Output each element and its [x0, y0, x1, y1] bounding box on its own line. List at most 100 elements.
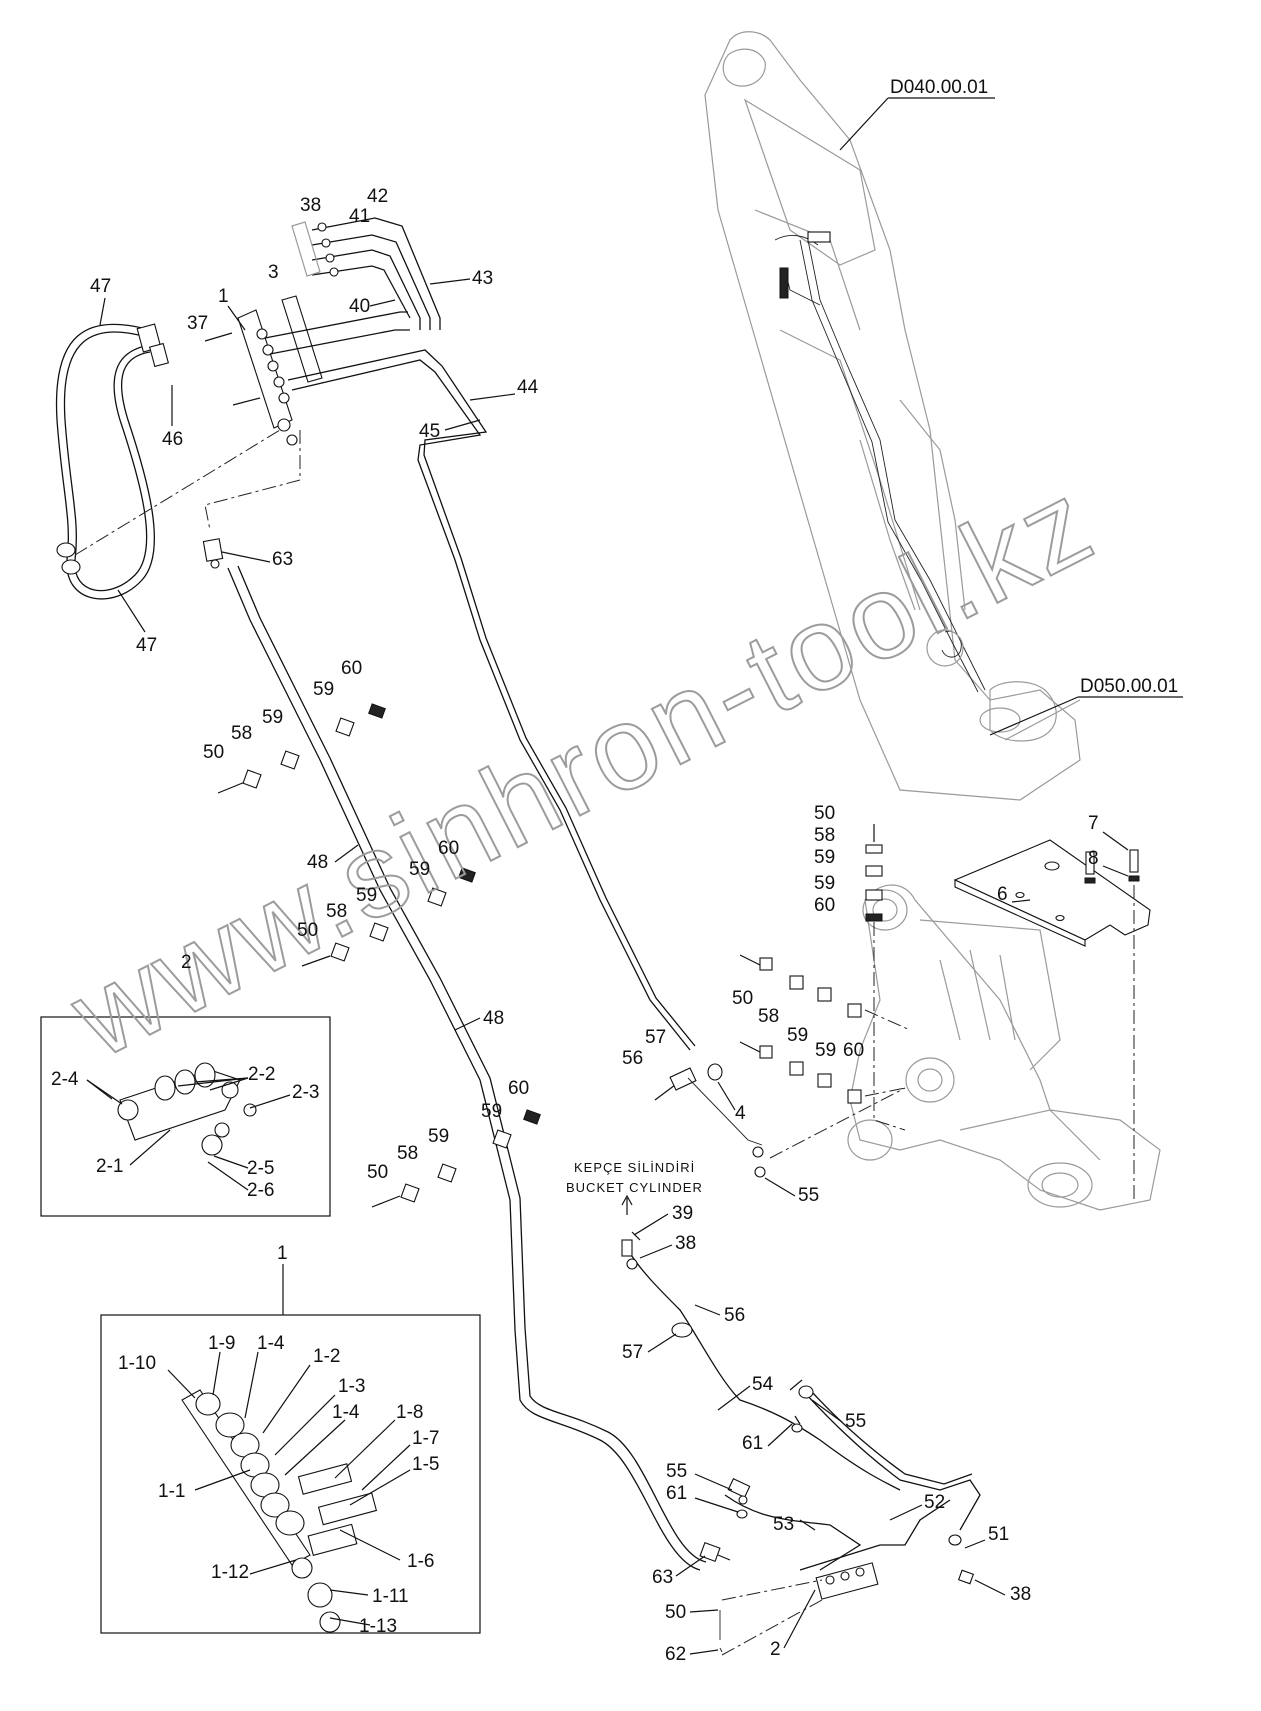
callout-59-c1: 59 [481, 1101, 502, 1122]
callout-57-mid: 57 [645, 1027, 666, 1048]
callout-56-low: 56 [724, 1305, 745, 1326]
callout-48-b: 48 [483, 1008, 504, 1029]
callout-40: 40 [349, 296, 370, 317]
callout-45: 45 [419, 421, 440, 442]
callout-61-a: 61 [742, 1433, 763, 1454]
callout-58-d: 58 [814, 825, 835, 846]
callout-50-e: 50 [732, 988, 753, 1009]
boom-assembly-drawing [704, 31, 1081, 801]
ref-arm-label: D050.00.01 [1080, 676, 1178, 697]
bolt-7-washer-8 [1128, 849, 1140, 1200]
callout-38-low: 38 [1010, 1584, 1031, 1605]
callout-3: 3 [268, 262, 279, 283]
clamp-set-lower [371, 1109, 541, 1208]
callout-59-e1: 59 [787, 1025, 808, 1046]
callout-1-4-a: 1-4 [257, 1333, 285, 1354]
callout-50-d: 50 [814, 803, 835, 824]
main-callouts: 38 42 41 3 43 40 1 37 47 46 44 45 63 47 … [90, 186, 1129, 1665]
callout-46: 46 [162, 429, 183, 450]
callout-61-b: 61 [666, 1483, 687, 1504]
lower-right-lines [627, 1231, 981, 1656]
callout-59-e2: 59 [815, 1040, 836, 1061]
callout-63-top: 63 [272, 549, 293, 570]
arm-assembly-drawing [847, 884, 1161, 1211]
clamp-grid-right [739, 954, 911, 1104]
callout-1-2: 1-2 [313, 1346, 340, 1367]
callout-2-3: 2-3 [292, 1082, 319, 1103]
detail-box-1 [100, 1264, 481, 1634]
callout-2-1: 2-1 [96, 1156, 123, 1177]
callout-62: 62 [665, 1644, 686, 1665]
callout-1-12: 1-12 [211, 1562, 249, 1583]
detail-2-title: 2 [181, 952, 192, 973]
callout-59-b2: 59 [356, 885, 377, 906]
callout-38-mid: 38 [675, 1233, 696, 1254]
callout-7: 7 [1088, 813, 1099, 834]
callout-59-b1: 59 [409, 859, 430, 880]
callout-58-c: 58 [397, 1143, 418, 1164]
cover-plate-6 [953, 839, 1151, 947]
callout-54: 54 [752, 1374, 774, 1395]
callout-38-top: 38 [300, 195, 321, 216]
callout-59-d1: 59 [814, 847, 835, 868]
callout-41: 41 [349, 206, 370, 227]
callout-1-6: 1-6 [407, 1551, 434, 1572]
callout-59-c2: 59 [428, 1126, 449, 1147]
callout-48-a: 48 [307, 852, 328, 873]
callout-55-mid: 55 [798, 1185, 819, 1206]
callout-60-b: 60 [438, 838, 459, 859]
callout-50-c: 50 [367, 1162, 388, 1183]
callout-59-d2: 59 [814, 873, 835, 894]
callout-2: 2 [770, 1639, 781, 1660]
clamp-stack-right [865, 824, 906, 1131]
detail-box-2 [40, 1016, 331, 1217]
detail-1-title: 1 [277, 1243, 288, 1264]
clamp-set-middle [301, 867, 476, 967]
callout-55-low-b: 55 [666, 1461, 687, 1482]
callout-4: 4 [735, 1103, 746, 1124]
callout-59-a1: 59 [313, 679, 334, 700]
callout-1: 1 [218, 286, 229, 307]
callout-2-6: 2-6 [247, 1180, 274, 1201]
callout-60-a: 60 [341, 658, 362, 679]
callout-47-top: 47 [90, 276, 111, 297]
callout-1-5: 1-5 [412, 1454, 439, 1475]
callout-2-2: 2-2 [248, 1064, 275, 1085]
callout-57-low: 57 [622, 1342, 643, 1363]
cylinder-note-line2: BUCKET CYLINDER [566, 1180, 703, 1195]
callout-52: 52 [924, 1492, 945, 1513]
callout-6: 6 [997, 884, 1008, 905]
callout-1-1: 1-1 [158, 1481, 185, 1502]
cylinder-note-line1: KEPÇE SİLİNDİRİ [574, 1160, 695, 1175]
callout-50-low: 50 [665, 1602, 686, 1623]
callout-1-8: 1-8 [396, 1402, 423, 1423]
callout-60-d: 60 [814, 895, 835, 916]
callout-37: 37 [187, 313, 208, 334]
callout-1-10: 1-10 [118, 1353, 156, 1374]
callout-1-7: 1-7 [412, 1428, 439, 1449]
ref-boom-label: D040.00.01 [890, 77, 988, 98]
callout-50-b: 50 [297, 920, 318, 941]
callout-39: 39 [672, 1203, 693, 1224]
callout-2-4: 2-4 [51, 1069, 79, 1090]
callout-44: 44 [517, 377, 539, 398]
callout-43: 43 [472, 268, 493, 289]
callout-58-a: 58 [231, 723, 252, 744]
callout-56-mid: 56 [622, 1048, 643, 1069]
callout-1-3: 1-3 [338, 1376, 365, 1397]
callout-1-9: 1-9 [208, 1333, 235, 1354]
callout-42: 42 [367, 186, 388, 207]
callout-50-a: 50 [203, 742, 224, 763]
callout-47-bottom: 47 [136, 635, 157, 656]
callout-51: 51 [988, 1524, 1009, 1545]
hose-48 [227, 565, 707, 1571]
callout-60-c: 60 [508, 1078, 529, 1099]
callout-58-e: 58 [758, 1006, 779, 1027]
reference-labels: D040.00.01 D050.00.01 [839, 77, 1183, 736]
callout-55-low-a: 55 [845, 1411, 866, 1432]
callout-1-4-b: 1-4 [332, 1402, 360, 1423]
callout-8: 8 [1088, 848, 1099, 869]
clamp-pad-57 [654, 1063, 906, 1178]
callout-2-5: 2-5 [247, 1158, 274, 1179]
